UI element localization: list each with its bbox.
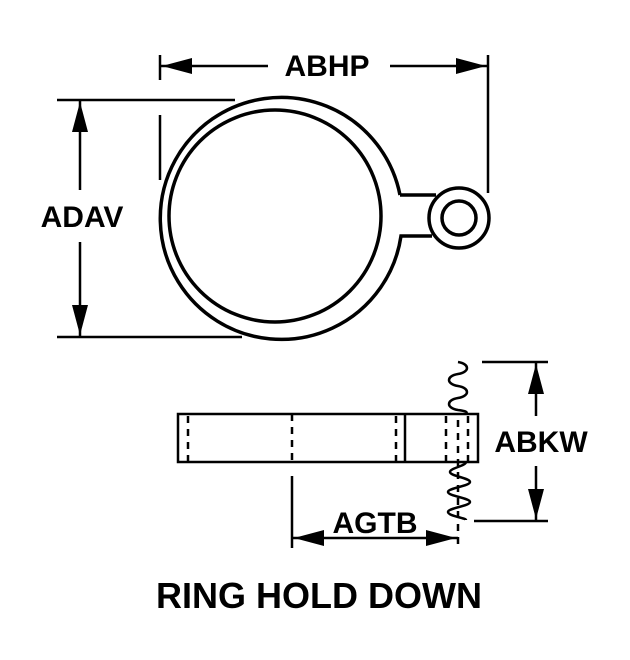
lug-outer-circle (427, 186, 491, 250)
abkw-arrow-top (528, 364, 544, 394)
screw-thread-lower (446, 461, 472, 522)
ring-outer-contour (158, 95, 432, 342)
agtb-arrow-right (426, 530, 456, 546)
adav-arrow-bottom (72, 305, 88, 335)
side-view-band (176, 412, 480, 464)
ring-side-view (176, 360, 480, 545)
abhp-label: ABHP (284, 50, 369, 83)
abkw-label: ABKW (494, 426, 588, 459)
lug-hole (440, 199, 478, 237)
screw-thread-upper (447, 360, 469, 415)
adav-arrow-top (72, 102, 88, 132)
drawing-title: RING HOLD DOWN (156, 575, 482, 616)
adav-dimension: ADAV (41, 98, 242, 339)
ring-inner-circle (167, 108, 383, 324)
abhp-arrow-left (162, 58, 192, 74)
agtb-label: AGTB (333, 507, 418, 540)
abkw-arrow-bottom (528, 489, 544, 519)
abhp-arrow-right (456, 58, 486, 74)
abhp-dimension: ABHP (158, 50, 490, 193)
agtb-arrow-left (294, 530, 324, 546)
agtb-dimension: AGTB (290, 476, 458, 548)
abkw-dimension: ABKW (474, 360, 588, 523)
adav-label: ADAV (41, 201, 124, 234)
ring-top-view (158, 95, 491, 342)
